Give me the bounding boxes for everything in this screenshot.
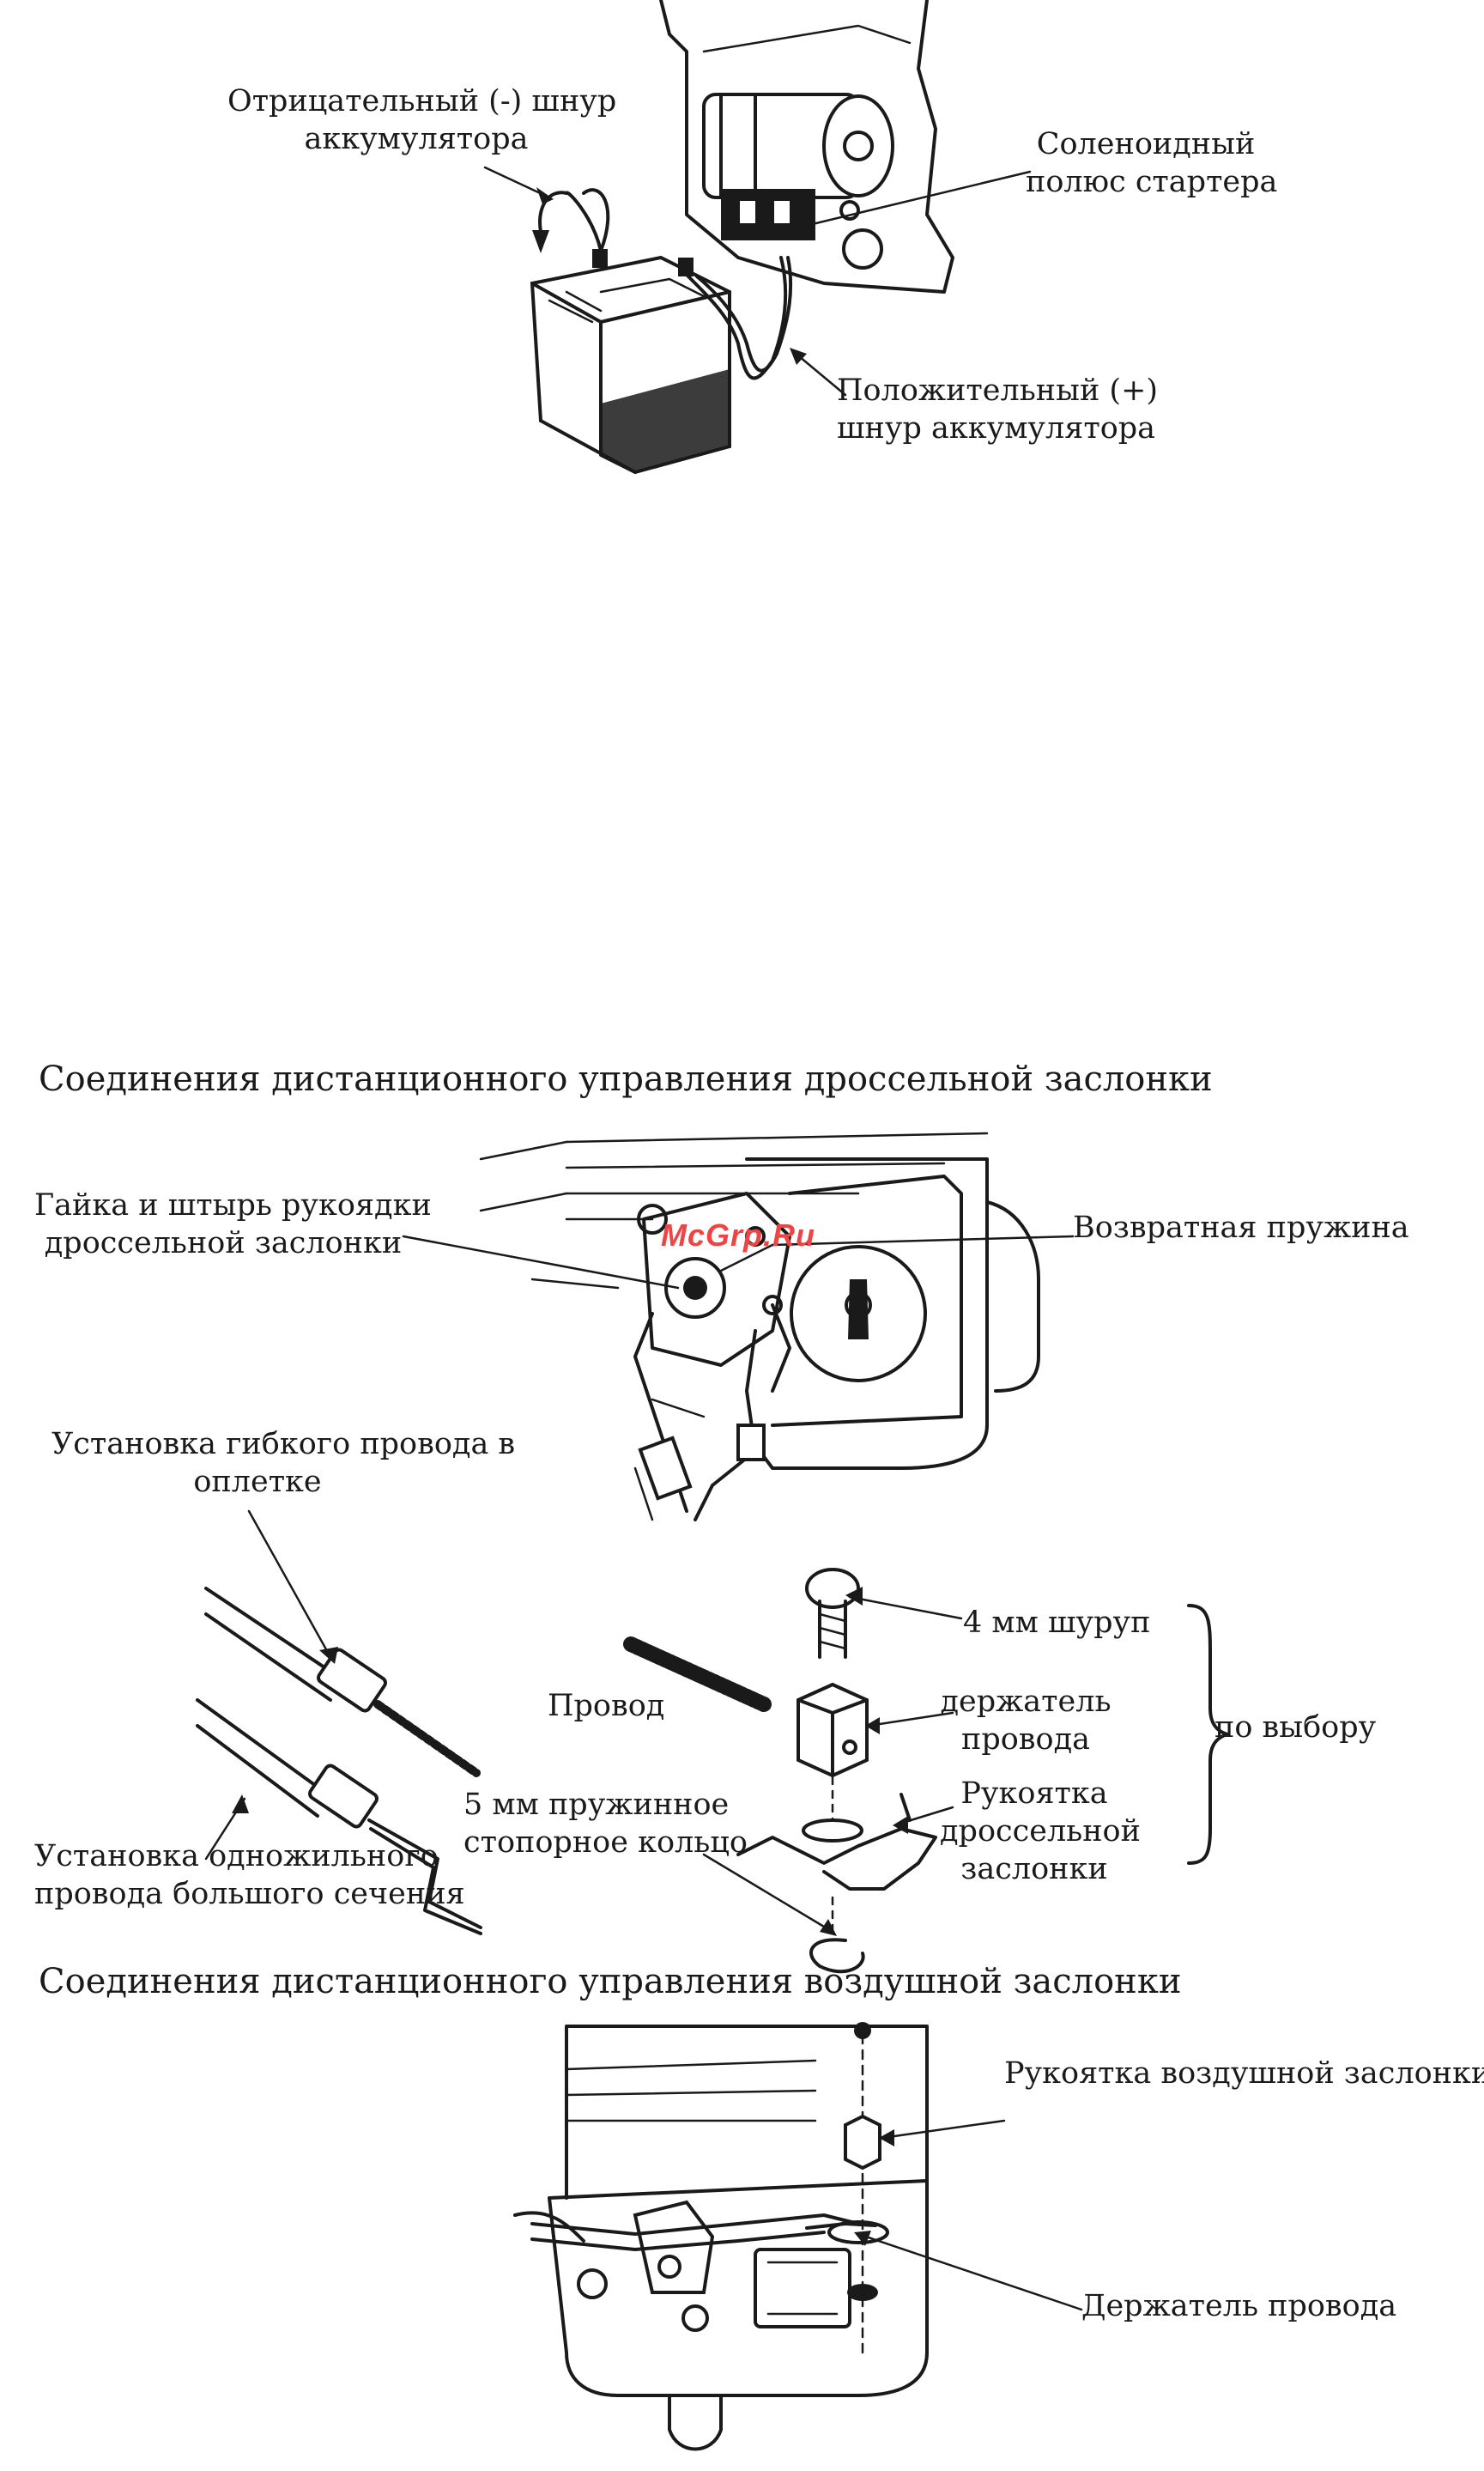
negative-cable-label: Отрицательный (-) шнур аккумулятора: [227, 84, 617, 156]
solid-wire-label: Установка одножильного провода большого …: [34, 1839, 465, 1911]
lock-ring-label: 5 мм пружинное стопорное кольцо: [463, 1788, 748, 1860]
choke-illustration: [513, 2022, 1083, 2451]
pivot-nut-label: Гайка и штырь рукоядки дроссельной засло…: [34, 1188, 432, 1260]
optional-label: по выбору: [1214, 1710, 1377, 1745]
watermark: McGrp.Ru: [661, 1217, 816, 1253]
battery-illustration: [483, 0, 1032, 475]
choke-section-heading: Соединения дистанционного управления воз…: [39, 1962, 1182, 2001]
throttle-section-heading: Соединения дистанционного управления дро…: [39, 1059, 1213, 1099]
wire-label: Провод: [548, 1689, 665, 1723]
screw-label: 4 мм шуруп: [963, 1606, 1151, 1640]
solenoid-terminal-label: Соленоидный полюс стартера: [1026, 127, 1278, 199]
throttle-illustration: [196, 1132, 1229, 1974]
throttle-lever-label: Рукоятка дроссельной заслонки: [940, 1776, 1141, 1886]
return-spring-label: Возвратная пружина: [1073, 1211, 1409, 1245]
positive-cable-label: Положительный (+) шнур аккумулятора: [837, 373, 1159, 446]
flexible-wire-label: Установка гибкого провода в оплетке: [51, 1427, 516, 1499]
wire-holder-label: держатель провода: [940, 1685, 1111, 1757]
wire-holder-choke-label: Держатель провода: [1081, 2289, 1397, 2323]
choke-lever-label: Рукоятка воздушной заслонки: [1004, 2056, 1484, 2091]
